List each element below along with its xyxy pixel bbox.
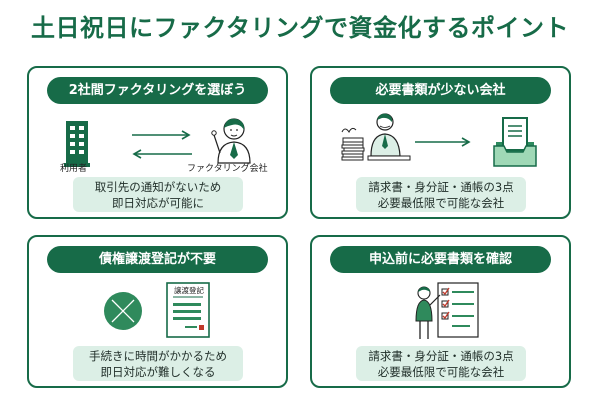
card-heading: 債権譲渡登記が不要 xyxy=(47,246,268,273)
person-checking-list-icon xyxy=(415,282,479,339)
card-check-documents: 申込前に必要書類を確認 請求書・身分証・通帳の3点 必要最低限で可能な会社 xyxy=(310,235,571,388)
card-two-party-factoring: 2社間ファクタリングを選ぼう 利用者 ファクタリング会社 取引先の通知がないため… xyxy=(27,66,288,219)
building-icon xyxy=(64,121,90,167)
card-note: 請求書・身分証・通帳の3点 必要最低限で可能な会社 xyxy=(356,346,526,381)
user-label: 利用者 xyxy=(60,164,88,174)
card-heading: 必要書類が少ない会社 xyxy=(330,77,551,104)
registration-document-icon xyxy=(166,282,210,338)
worker-with-paper-stack-icon xyxy=(341,113,411,161)
document-tray-icon xyxy=(493,117,537,167)
consultant-person-icon xyxy=(211,118,251,164)
card-note: 取引先の通知がないため 即日対応が可能に xyxy=(73,177,243,212)
cross-mark-icon xyxy=(104,292,142,330)
document-title: 譲渡登記 xyxy=(174,286,204,295)
arrow-right-icon xyxy=(132,130,191,140)
card-no-registration: 債権譲渡登記が不要 譲渡登記 手続きに時間がかかるため 即日対応が難しくなる xyxy=(27,235,288,388)
factoring-company-label: ファクタリング会社 xyxy=(187,164,268,174)
card-few-documents: 必要書類が少ない会社 請求書・身分証・通帳の3点 必要最低限で可能な会社 xyxy=(310,66,571,219)
card-heading: 申込前に必要書類を確認 xyxy=(330,246,551,273)
card-heading: 2社間ファクタリングを選ぼう xyxy=(47,77,268,104)
arrow-right-icon xyxy=(415,137,471,147)
card-note: 手続きに時間がかかるため 即日対応が難しくなる xyxy=(73,346,243,381)
page-title: 土日祝日にファクタリングで資金化するポイント xyxy=(30,14,570,42)
card-note: 請求書・身分証・通帳の3点 必要最低限で可能な会社 xyxy=(356,177,526,212)
arrow-left-icon xyxy=(132,149,192,159)
